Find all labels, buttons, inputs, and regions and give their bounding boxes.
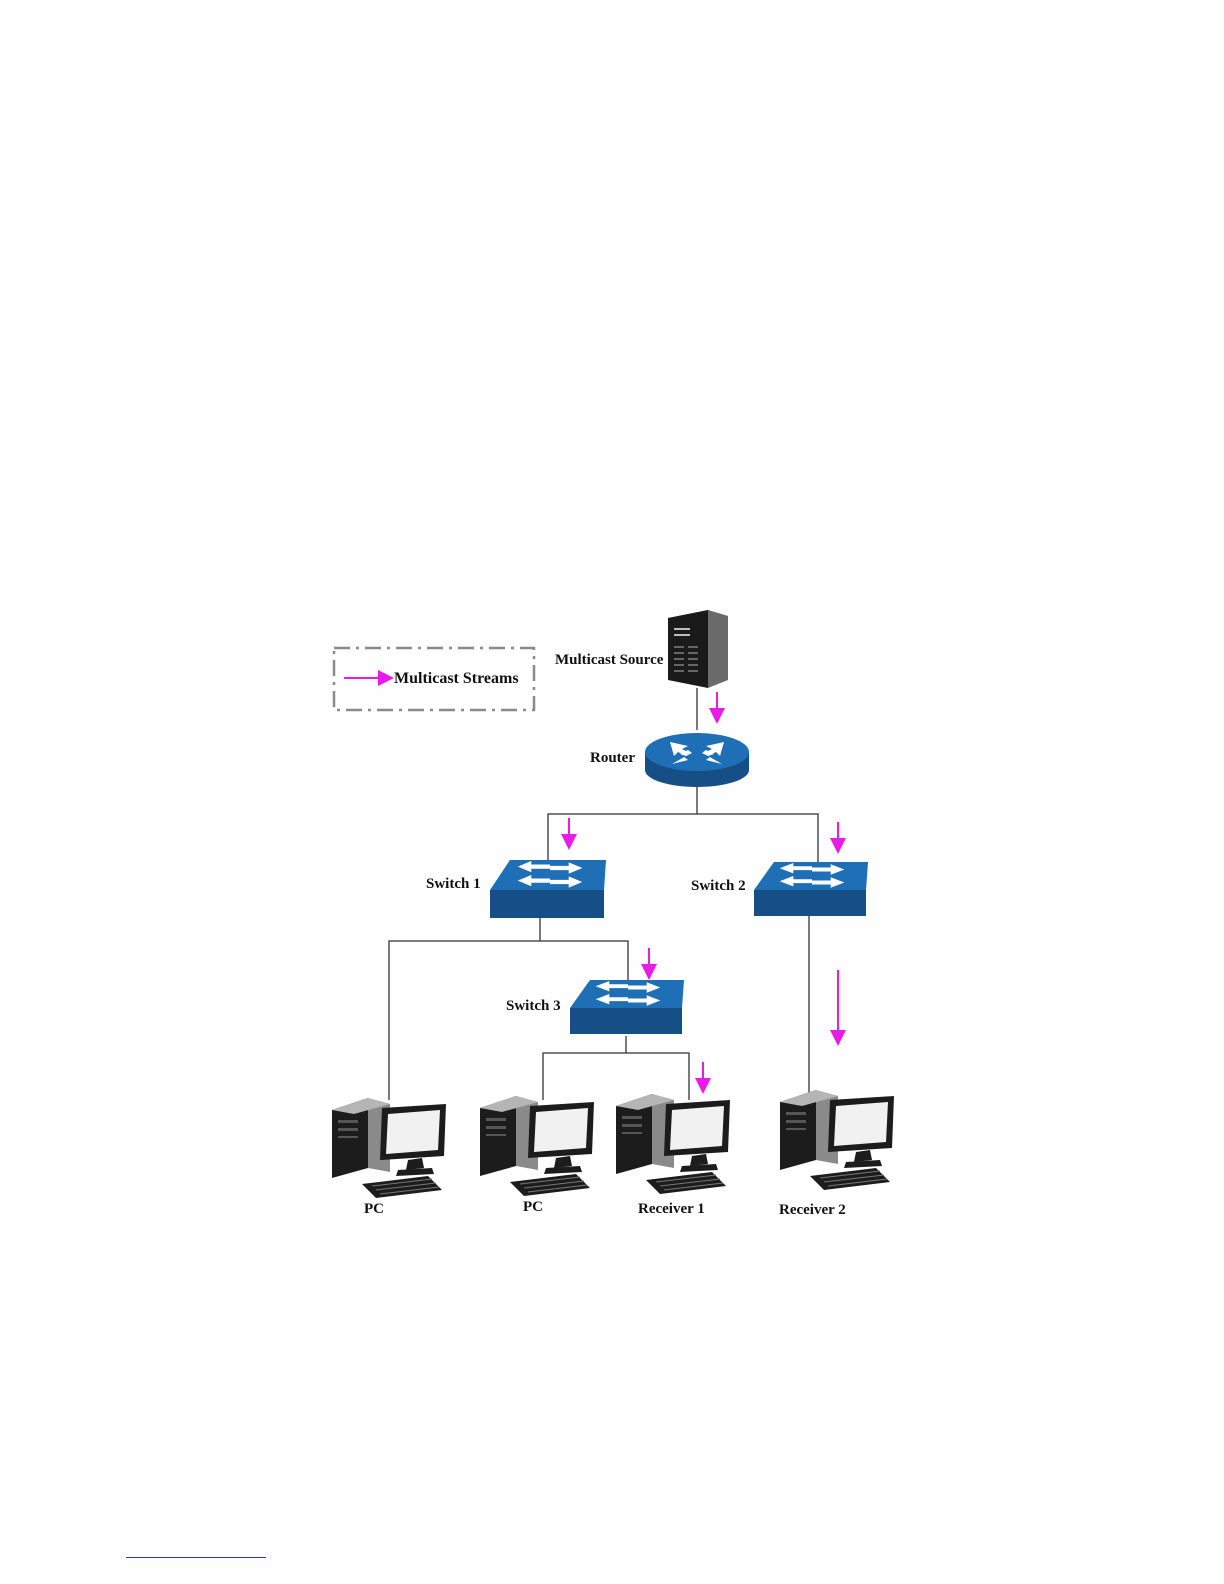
footnote-rule [126, 1557, 266, 1558]
receiver-1-label: Receiver 1 [638, 1201, 705, 1217]
router-label: Router [590, 750, 635, 766]
computer-icon [616, 1094, 730, 1194]
router-icon [645, 733, 749, 787]
legend: Multicast Streams [334, 648, 534, 710]
computer-icon [480, 1096, 594, 1196]
switch-2-label: Switch 2 [691, 878, 746, 894]
switch-3-icon [570, 980, 684, 1034]
receiver-2-label: Receiver 2 [779, 1202, 846, 1218]
link-switch3-branches [543, 1053, 689, 1100]
pc-1-label: PC [364, 1201, 384, 1217]
switch-3-label: Switch 3 [506, 998, 561, 1014]
legend-label: Multicast Streams [394, 670, 519, 687]
computer-icon [780, 1090, 894, 1190]
switch-1-icon [490, 860, 606, 918]
pc-2-label: PC [523, 1199, 543, 1215]
switch-1-label: Switch 1 [426, 876, 481, 892]
multicast-source-label: Multicast Source [555, 652, 664, 668]
switch-2-icon [754, 862, 868, 916]
computer-icon [332, 1098, 446, 1198]
link-router-switches [548, 814, 818, 868]
server-icon [668, 610, 728, 688]
